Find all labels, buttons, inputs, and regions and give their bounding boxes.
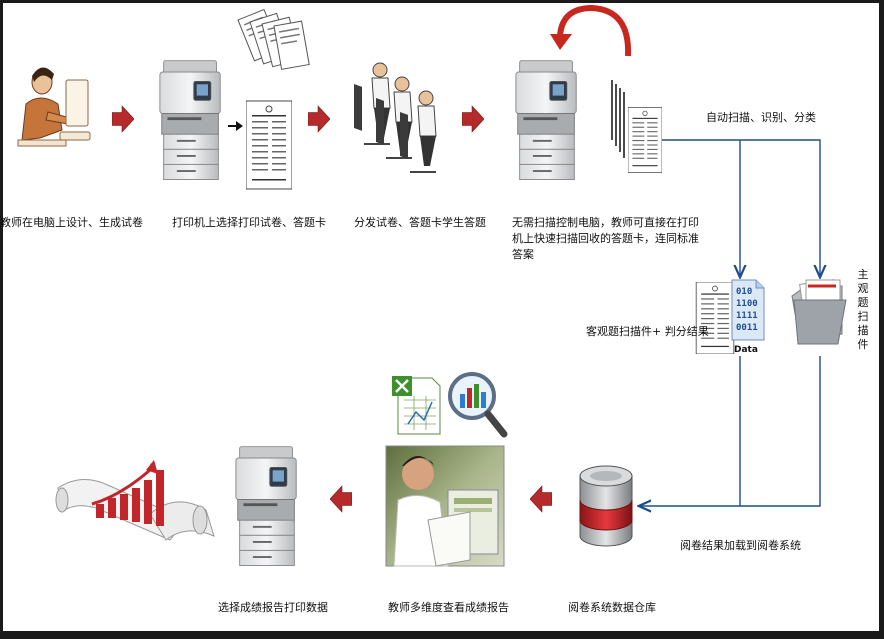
subjective-scan-label: 主观题扫描件 (857, 268, 869, 351)
auto-scan-label: 自动扫描、识别、分类 (706, 111, 816, 124)
flow-arrow-left-icon (330, 485, 352, 513)
flow-arrow-icon (308, 105, 330, 133)
data-warehouse-label: 阅卷系统数据仓库 (568, 601, 656, 614)
data-bits-text: 0011 (736, 323, 758, 333)
data-bits-text: 1100 (736, 299, 758, 309)
teacher-computer-icon (17, 67, 91, 147)
answer-sheet-icon (246, 100, 292, 190)
step-scan-label: 无需扫描控制电脑，教师可直接在打印机上快速扫描回收的答题卡，连同标准答案 (512, 216, 699, 261)
magnifier-chart-icon (448, 372, 508, 438)
view-report-label: 教师多维度查看成绩报告 (388, 601, 509, 614)
report-printer-icon (235, 446, 297, 567)
flow-arrow-left-icon (530, 485, 552, 513)
scanned-stack-icon (611, 80, 625, 158)
curved-return-arrow-icon (550, 4, 632, 57)
step-print-label: 打印机上选择打印试卷、答题卡 (172, 216, 326, 229)
data-bits-text: 1111 (736, 311, 758, 321)
spreadsheet-icon (392, 376, 441, 435)
step-distribute-label: 分发试卷、答题卡学生答题 (354, 216, 486, 229)
data-bits-text: 010 (736, 287, 752, 297)
step-teacher-design-label: 教师在电脑上设计、生成试卷 (0, 216, 143, 229)
load-result-label: 阅卷结果加载到阅卷系统 (680, 539, 801, 552)
objective-sheet-icon (695, 282, 735, 354)
students-icon (354, 62, 437, 173)
flow-arrow-icon (112, 105, 134, 133)
print-report-label: 选择成绩报告打印数据 (218, 601, 328, 614)
folder-icon (791, 279, 847, 345)
small-arrow-icon (228, 121, 243, 131)
teacher-photo-icon (385, 445, 505, 567)
connector-lines (640, 139, 820, 506)
scanner-printer-icon (515, 60, 577, 181)
report-chart-icon (55, 460, 215, 541)
database-icon (579, 465, 633, 547)
answer-sheet-icon (628, 107, 662, 173)
data-caption: Data (734, 345, 758, 355)
objective-result-label: 客观题扫描件+ 判分结果 (586, 325, 709, 338)
paper-stack-icon (237, 8, 310, 70)
printer-icon (159, 60, 221, 181)
flow-arrow-icon (462, 105, 484, 133)
data-icon: 010 1100 1111 0011 Data (731, 279, 765, 355)
